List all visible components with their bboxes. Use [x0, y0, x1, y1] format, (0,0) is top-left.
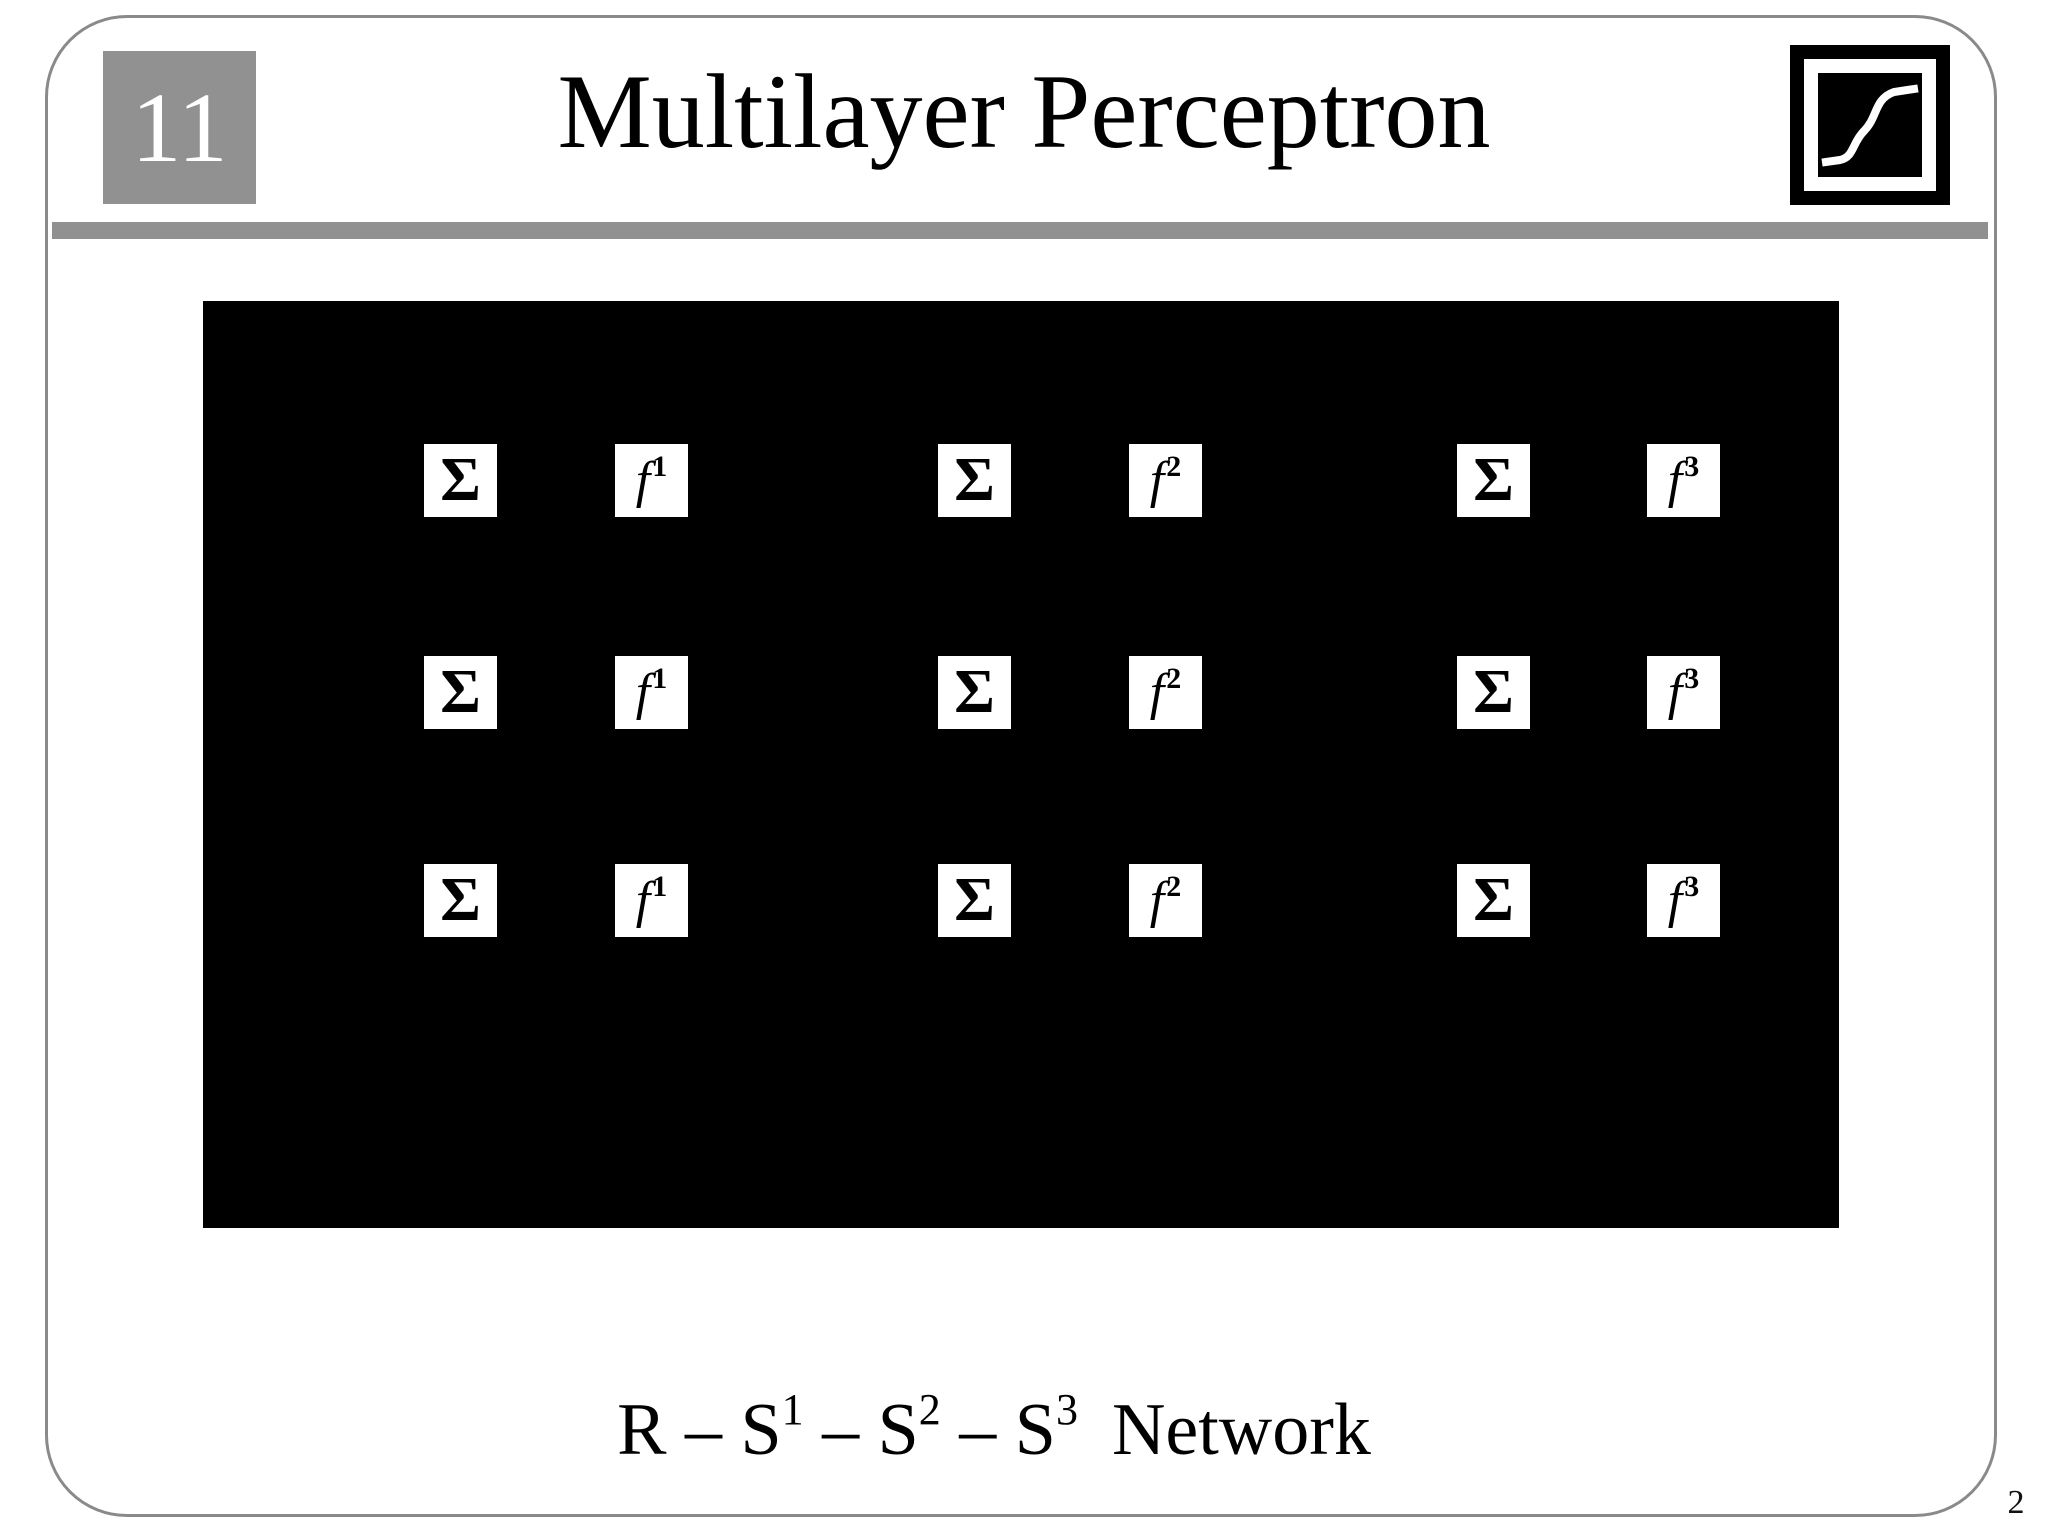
- sigma-symbol: Σ: [1473, 658, 1514, 726]
- f-symbol: f: [635, 664, 651, 721]
- sigma-symbol: Σ: [954, 866, 995, 934]
- f-superscript: 1: [652, 661, 668, 695]
- sigmoid-icon: [1790, 45, 1950, 205]
- f-symbol: f: [1149, 452, 1165, 509]
- f-symbol: f: [1667, 664, 1683, 721]
- sigma-symbol: Σ: [1473, 866, 1514, 934]
- f-symbol: f: [1667, 452, 1683, 509]
- sum-node: Σ: [938, 444, 1011, 517]
- f-symbol: f: [635, 452, 651, 509]
- sum-node: Σ: [424, 444, 497, 517]
- caption-text: – S: [940, 1389, 1056, 1471]
- f-superscript: 3: [1684, 661, 1700, 695]
- chapter-number-badge: 11: [103, 51, 256, 204]
- caption-superscript: 1: [781, 1385, 804, 1434]
- f-superscript: 3: [1684, 869, 1700, 903]
- f-superscript: 2: [1166, 449, 1182, 483]
- f-superscript: 2: [1166, 661, 1182, 695]
- f-symbol: f: [1667, 872, 1683, 929]
- sigma-symbol: Σ: [954, 446, 995, 514]
- caption-text: – S: [803, 1389, 919, 1471]
- f-symbol: f: [1149, 872, 1165, 929]
- sigma-symbol: Σ: [440, 866, 481, 934]
- sigma-symbol: Σ: [1473, 446, 1514, 514]
- f-symbol: f: [635, 872, 651, 929]
- sum-node: Σ: [938, 656, 1011, 729]
- slide-border: [45, 15, 1997, 1517]
- caption-text: Network: [1111, 1389, 1371, 1471]
- f-superscript: 3: [1684, 449, 1700, 483]
- sigma-symbol: Σ: [440, 446, 481, 514]
- f-superscript: 1: [652, 449, 668, 483]
- page-number: 2: [2007, 1484, 2025, 1521]
- sigma-symbol: Σ: [440, 658, 481, 726]
- title-underline-bar: [52, 222, 1988, 239]
- sigmoid-icon-svg: [1790, 45, 1950, 205]
- sum-node: Σ: [1457, 864, 1530, 937]
- f-superscript: 2: [1166, 869, 1182, 903]
- f-superscript: 1: [652, 869, 668, 903]
- sum-node: Σ: [424, 864, 497, 937]
- sum-node: Σ: [424, 656, 497, 729]
- page-title: Multilayer Perceptron: [557, 53, 1491, 170]
- f-symbol: f: [1149, 664, 1165, 721]
- caption-superscript: 3: [1055, 1385, 1078, 1434]
- sigma-symbol: Σ: [954, 658, 995, 726]
- sum-node: Σ: [938, 864, 1011, 937]
- sum-node: Σ: [1457, 444, 1530, 517]
- caption-superscript: 2: [918, 1385, 941, 1434]
- caption-text: R – S: [617, 1389, 782, 1471]
- sum-node: Σ: [1457, 656, 1530, 729]
- chapter-number: 11: [131, 72, 228, 183]
